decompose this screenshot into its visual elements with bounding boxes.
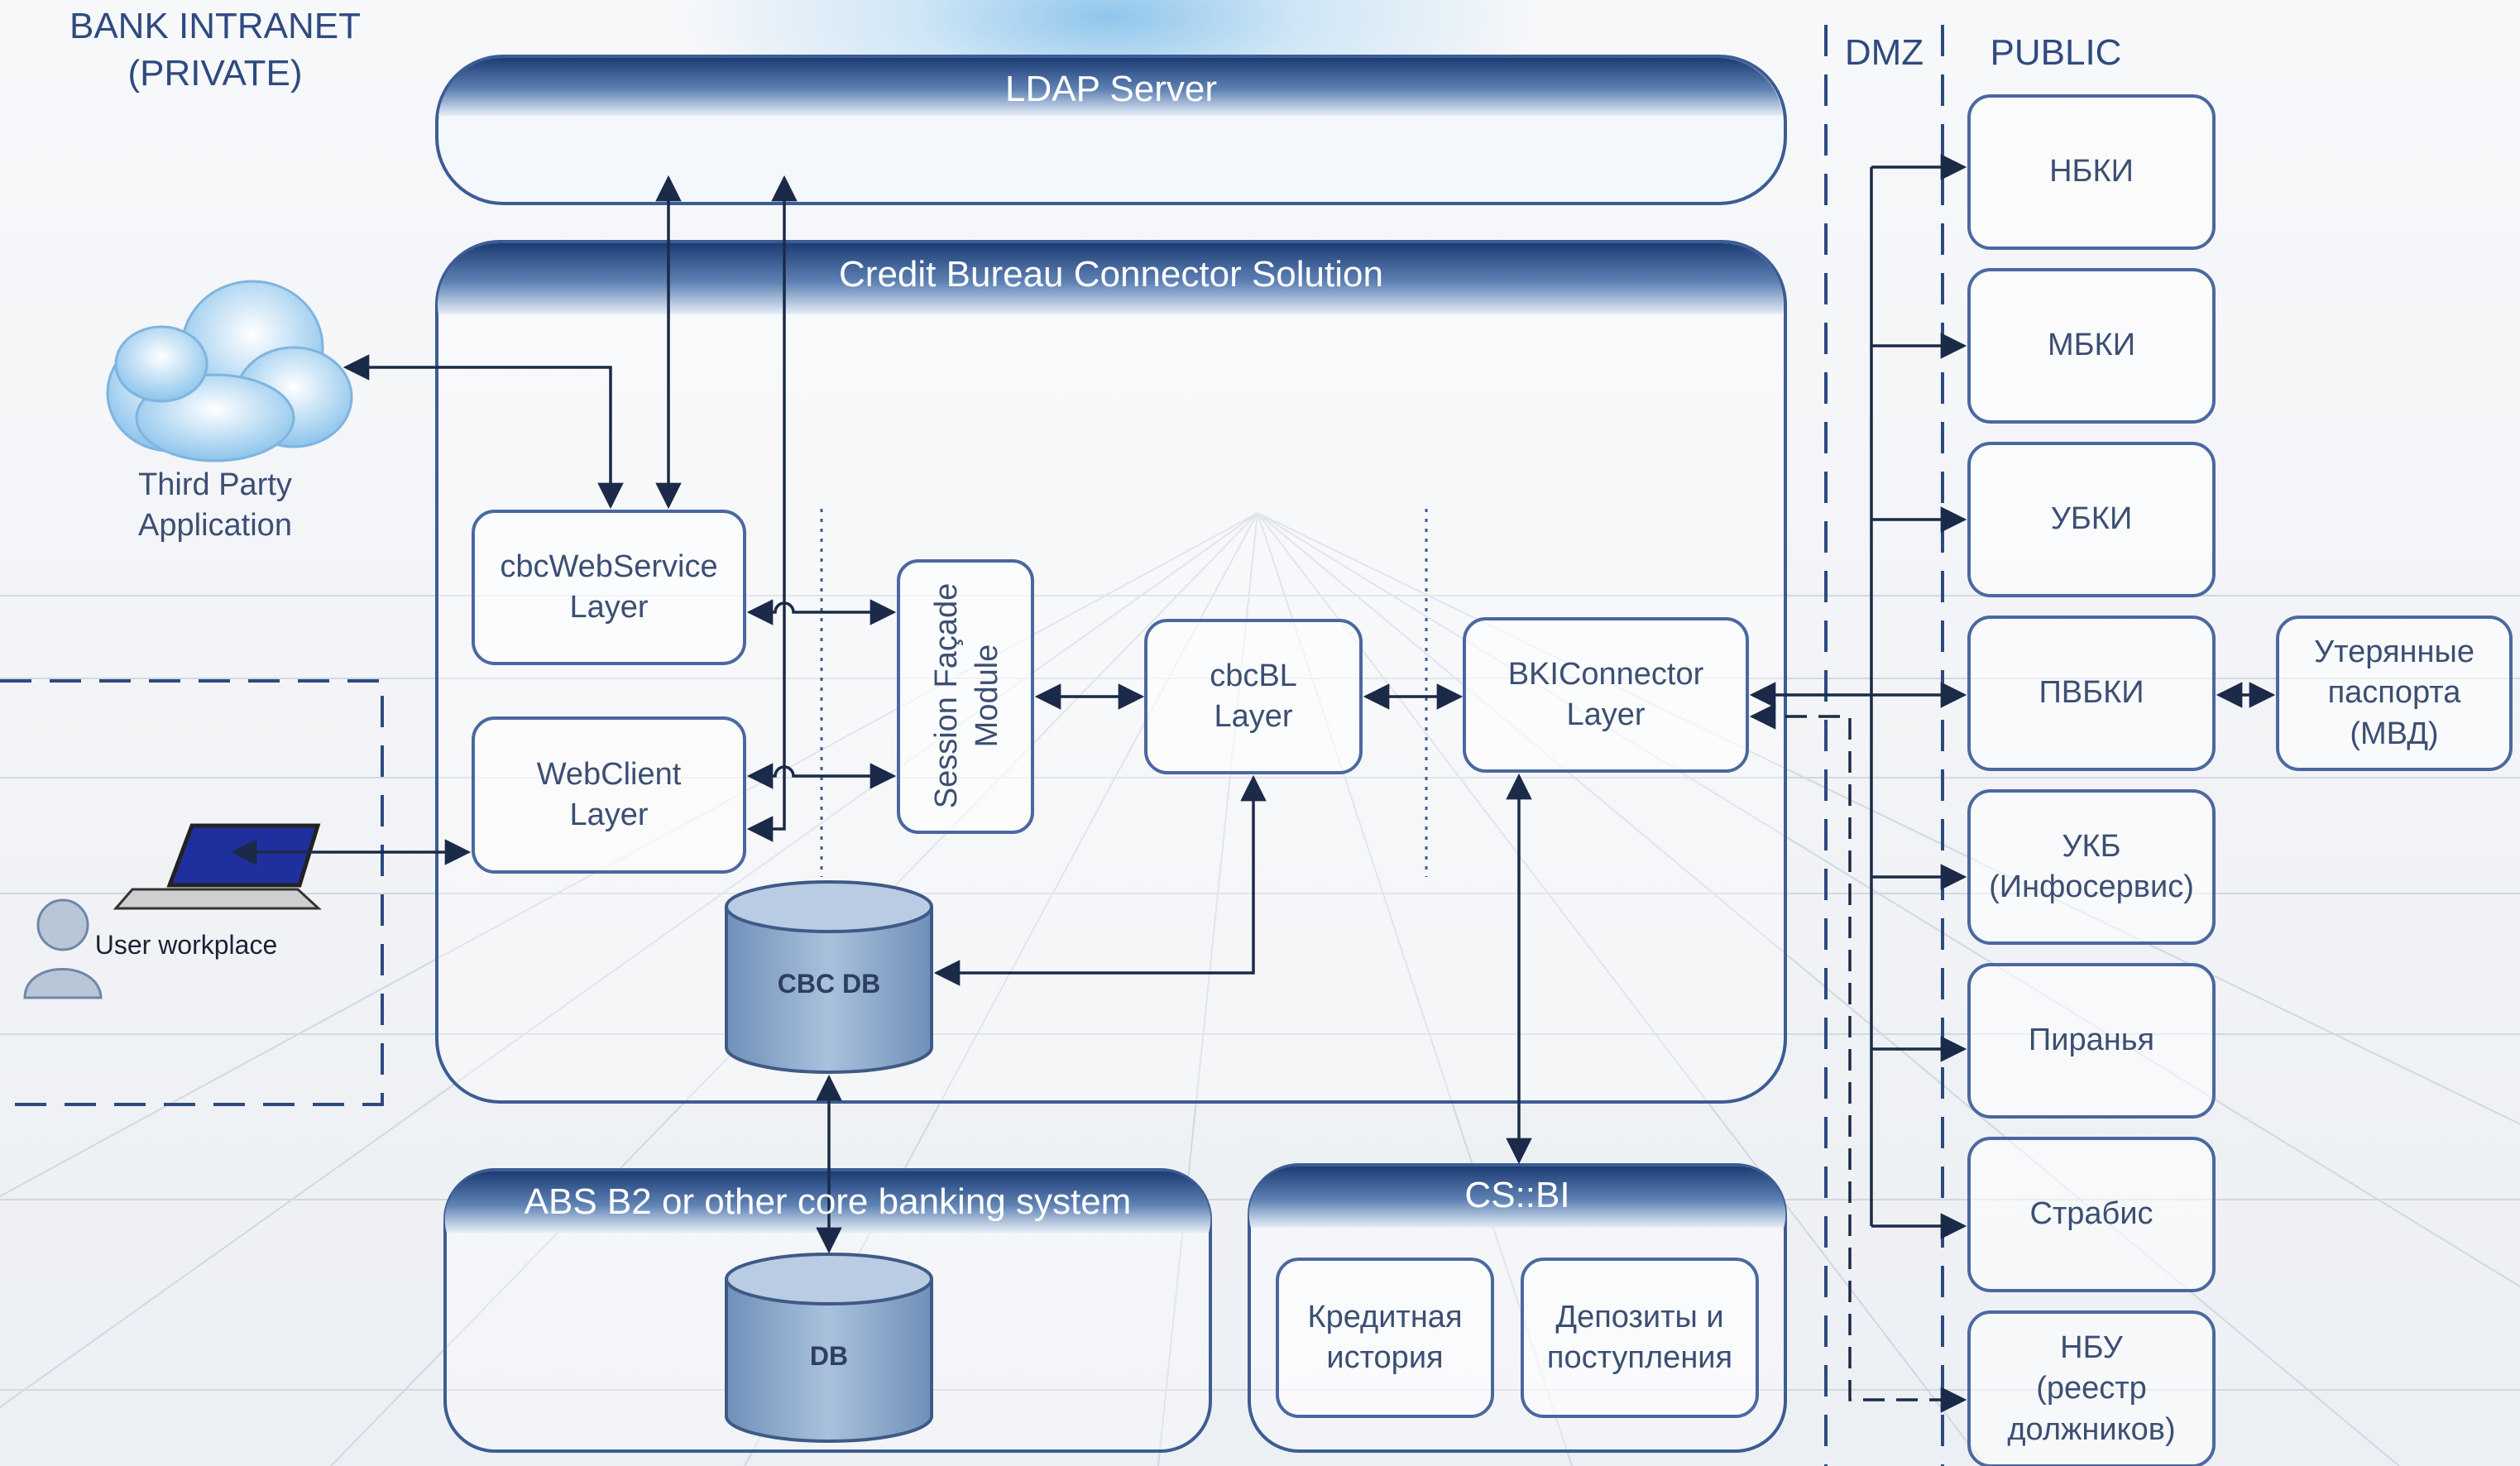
dmz-zone-label: DMZ [1844,32,1924,74]
webclient-to-facade-link [746,763,897,789]
bkiconnector-layer-label: BKIConnector Layer [1507,656,1704,732]
cbc-solution-title: Credit Bureau Connector Solution [839,254,1383,295]
csbi-panel-title: CS::BI [1464,1175,1570,1216]
cbc-db-cylinder [725,880,933,1074]
bureau-box [1967,789,2216,945]
bureau-box [1967,268,2216,424]
third-party-cloud-icon [106,280,353,462]
cbc-webservice-layer-label: cbcWebService Layer [500,549,718,625]
cbcbl-layer-box [1144,619,1363,774]
abs-db-label: DB [809,1341,849,1372]
ldap-to-webclient-link [746,175,798,842]
bureau-box [1967,963,2216,1119]
bureau-label-mbki: МБКИ [2047,328,2136,363]
bureau-box [1967,1137,2216,1292]
bl-to-db-link [933,774,1267,986]
bureau-label-strabis: Страбис [2029,1196,2153,1232]
laptop-icon [113,823,322,910]
private-zone-label: BANK INTRANET (PRIVATE) [69,5,362,93]
credit-history-box [1276,1258,1494,1418]
session-facade-label: Session Façade Module [928,582,1004,809]
public-zone-label: PUBLIC [1990,32,2122,74]
deposits-label: Депозиты и поступления [1546,1299,1733,1375]
cbc-webservice-layer-box [472,510,746,665]
cbcbl-layer-label: cbcBL Layer [1210,658,1297,734]
bureau-label-piranha: Пиранья [2028,1023,2155,1058]
bureau-box [1967,94,2216,250]
webservice-to-facade-link [746,599,897,625]
bureau-label-nbu: НБУ (реестр должников) [2007,1329,2176,1447]
bureau-label-nbki: НБКИ [2049,154,2134,189]
cloud-to-webservice-link [343,354,624,510]
ldap-server-panel [435,55,1787,205]
bureau-box [1967,1310,2216,1466]
credit-history-label: Кредитная история [1307,1299,1463,1375]
bureau-label-ubki: УБКИ [2050,501,2133,537]
lost-passports-box [2276,616,2513,771]
bureau-label-pvbki: ПВБКИ [2039,675,2144,711]
ldap-server-title: LDAP Server [1005,69,1217,110]
bureau-box [1967,616,2216,771]
user-person-icon [23,898,103,999]
user-workplace-label: User workplace [94,930,278,961]
bkiconnector-layer-box [1463,617,1749,773]
bureau-label-ukb: УКБ (Инфосервис) [1989,828,2194,904]
user-workplace-boundary [0,679,384,1106]
bureau-boxes [1967,94,2216,1466]
third-party-label: Third Party Application [138,467,292,543]
webclient-layer-box [472,716,746,874]
webclient-layer-label: WebClient Layer [536,756,682,832]
abs-panel-title: ABS B2 or other core banking system [524,1181,1132,1223]
bureau-box [1967,442,2216,597]
abs-db-cylinder [725,1253,933,1443]
bki-to-nbu-link [1749,703,1967,1413]
lost-passports-label: Утерянные паспорта (МВД) [2314,634,2474,751]
cbc-db-label: CBC DB [777,969,881,999]
